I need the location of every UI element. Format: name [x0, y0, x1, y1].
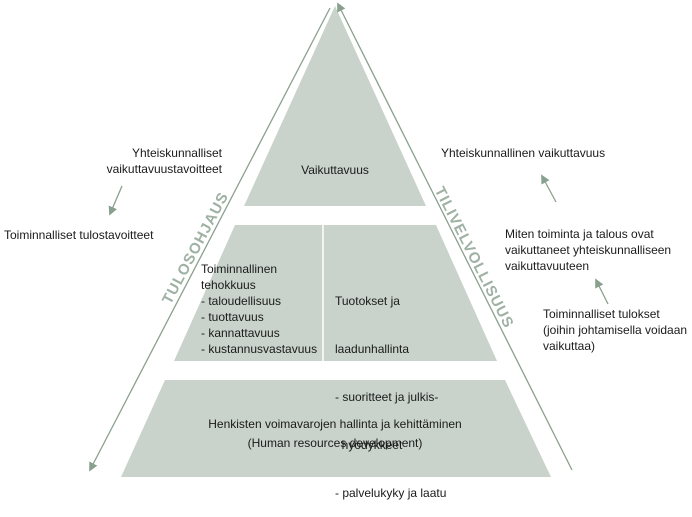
right-bottom-line3: vaikuttaa) [543, 339, 596, 353]
pyramid-top-section [244, 6, 426, 206]
middle-right-item: - suoritteet ja julkis- [335, 390, 439, 404]
middle-right-line1: Tuotokset ja [335, 294, 400, 308]
right-up-arrow-top [541, 174, 557, 203]
right-middle-text: Miten toiminta ja talous ovat vaikuttane… [505, 226, 671, 274]
middle-left-item: - kustannusvastavuus [201, 342, 318, 356]
right-middle-line3: vaikuttavuuteen [505, 259, 590, 273]
middle-left-line1: Toiminnallinen [201, 262, 278, 276]
middle-right-line2: laadunhallinta [335, 342, 410, 356]
right-up-arrow-bottom [595, 278, 609, 305]
middle-left-line2: tehokkuus [201, 278, 256, 292]
middle-left-item: - taloudellisuus [201, 294, 282, 308]
left-top-text: Yhteiskunnalliset vaikuttavuustavoitteet [62, 145, 222, 177]
bottom-line1: Henkisten voimavarojen hallinta ja kehit… [208, 417, 462, 431]
right-middle-line1: Miten toiminta ja talous ovat [505, 227, 654, 241]
pyramid-diagram [89, 2, 609, 477]
left-down-arrow [108, 185, 123, 216]
right-middle-line2: vaikuttaneet yhteiskunnalliseen [505, 243, 672, 257]
middle-left-item: - kannattavuus [201, 326, 280, 340]
middle-right-item: hyödykkeet [335, 438, 403, 452]
bottom-section-text: Henkisten voimavarojen hallinta ja kehit… [170, 415, 500, 453]
middle-left-text: Toiminnallinen tehokkuus - taloudellisuu… [201, 261, 317, 357]
right-bottom-line2: (joihin johtamisella voidaan [543, 323, 688, 337]
right-top-text: Yhteiskunnallinen vaikuttavuus [441, 146, 606, 160]
left-bottom-text: Toiminnalliset tulostavoitteet [4, 228, 154, 242]
pyramid-middle-section [174, 225, 497, 361]
right-side-arrow [337, 2, 573, 471]
middle-right-item: - palvelukyky ja laatu [335, 486, 447, 500]
middle-left-item: - tuottavuus [201, 310, 264, 324]
right-bottom-text: Toiminnalliset tulokset (joihin johtamis… [543, 306, 687, 354]
top-section-label: Vaikuttavuus [301, 163, 369, 177]
right-bottom-line1: Toiminnalliset tulokset [543, 307, 660, 321]
left-top-line1: Yhteiskunnalliset [131, 146, 222, 160]
left-top-line2: vaikuttavuustavoitteet [106, 162, 222, 176]
left-side-arrow [89, 7, 331, 472]
bottom-line2: (Human resources development) [247, 436, 423, 450]
pyramid-bottom-section [121, 380, 551, 477]
